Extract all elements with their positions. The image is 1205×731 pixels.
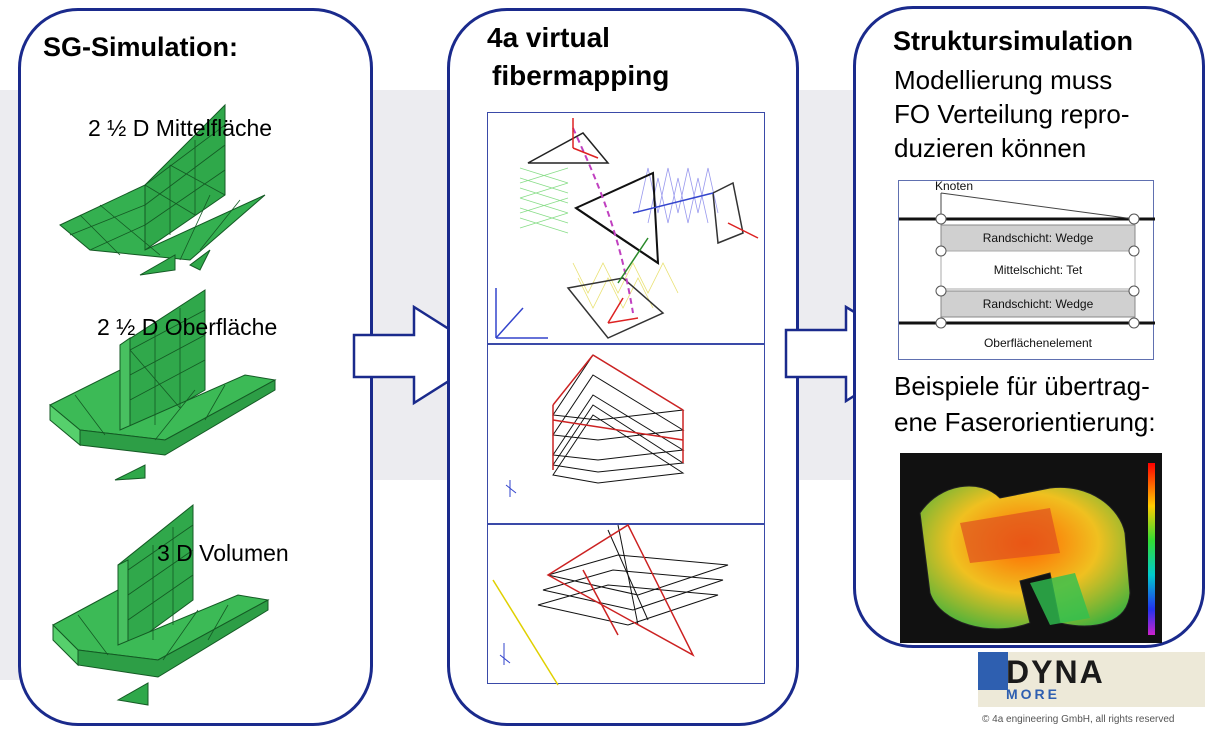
fibermapping-title-line2: fibermapping (492, 60, 670, 91)
dyna-more-logo: DYNA MORE (978, 652, 1205, 707)
fiber-orientation-result-image (900, 453, 1162, 643)
midsurface-mesh-image (59, 103, 266, 276)
struktur-text-line3: duzieren können (894, 133, 1087, 163)
examples-text-line2: ene Faserorientierung: (894, 407, 1156, 437)
fibermapping-title-line1: 4a virtual (487, 22, 610, 53)
sg-simulation-title: SG-Simulation: (43, 32, 238, 62)
struktursimulation-title: Struktursimulation (893, 26, 1134, 56)
examples-text-line1: Beispiele für übertrag- (894, 371, 1150, 401)
volume-mesh-image (52, 503, 270, 706)
sg-simulation-panel (18, 8, 373, 726)
volume-label: 3 D Volumen (157, 540, 289, 566)
layer-diagram: Knoten Randschicht: Wedge Mittelschicht:… (898, 179, 1155, 360)
layer-label-top-wedge: Randschicht: Wedge (982, 231, 1094, 245)
surface-mesh-image (49, 289, 277, 481)
knoten-label: Knoten (935, 179, 974, 193)
fibermapping-view-3 (487, 523, 765, 686)
fibermapping-view-1 (487, 112, 765, 344)
fibermapping-view-2 (487, 344, 765, 524)
layer-label-middle-tet: Mittelschicht: Tet (993, 263, 1083, 277)
copyright-text: © 4a engineering GmbH, all rights reserv… (982, 714, 1175, 725)
struktur-text-line2: FO Verteilung repro- (894, 99, 1130, 129)
surface-label: 2 ½ D Oberfläche (97, 314, 278, 340)
struktur-text-line1: Modellierung muss (894, 65, 1113, 95)
layer-label-surface-element: Oberflächenelement (983, 336, 1093, 350)
midsurface-label: 2 ½ D Mittelfläche (88, 115, 273, 141)
layer-label-bottom-wedge: Randschicht: Wedge (982, 297, 1094, 311)
